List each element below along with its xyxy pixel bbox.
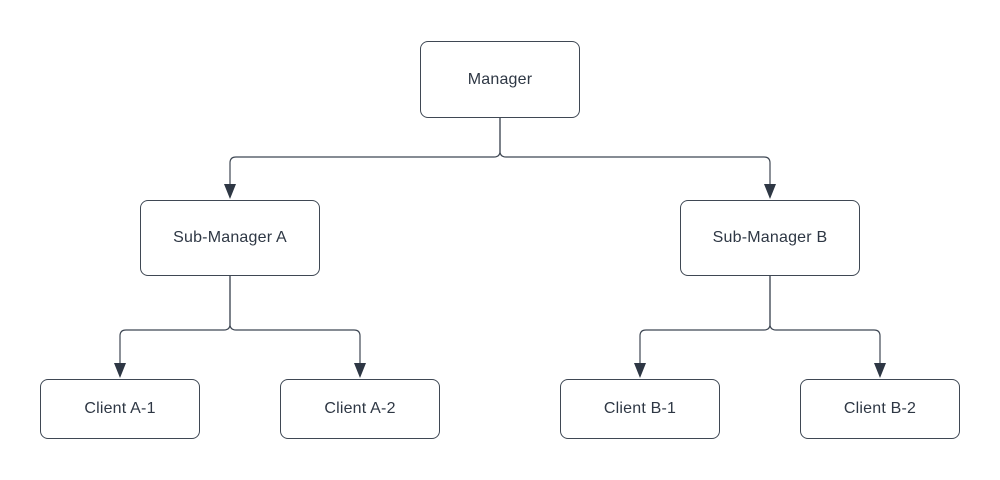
node-label: Client A-1 xyxy=(84,400,156,417)
edge-sub-manager-b-to-client-b-1 xyxy=(639,276,771,363)
arrowhead-client-b-2 xyxy=(874,363,886,378)
node-sub-manager-a: Sub-Manager A xyxy=(140,200,320,276)
node-label: Sub-Manager A xyxy=(173,229,287,246)
arrowhead-sub-manager-a xyxy=(224,184,236,199)
node-client-b-2: Client B-2 xyxy=(800,379,960,439)
node-label: Client B-2 xyxy=(843,400,917,417)
arrowhead-client-a-1 xyxy=(114,363,126,378)
edge-sub-manager-b-to-client-b-2 xyxy=(769,276,881,363)
node-label: Client A-2 xyxy=(324,400,396,417)
node-label: Sub-Manager B xyxy=(712,229,828,246)
node-label: Client B-1 xyxy=(603,400,677,417)
edge-manager-to-sub-manager-b xyxy=(499,118,771,184)
edge-manager-to-sub-manager-a xyxy=(229,118,501,184)
arrowhead-sub-manager-b xyxy=(764,184,776,199)
node-manager: Manager xyxy=(420,41,580,118)
node-client-a-2: Client A-2 xyxy=(280,379,440,439)
edge-sub-manager-a-to-client-a-2 xyxy=(229,276,361,363)
node-label: Manager xyxy=(467,70,533,88)
node-sub-manager-b: Sub-Manager B xyxy=(680,200,860,276)
node-client-b-1: Client B-1 xyxy=(560,379,720,439)
arrowhead-client-b-1 xyxy=(634,363,646,378)
arrowhead-client-a-2 xyxy=(354,363,366,378)
edge-sub-manager-a-to-client-a-1 xyxy=(119,276,231,363)
node-client-a-1: Client A-1 xyxy=(40,379,200,439)
